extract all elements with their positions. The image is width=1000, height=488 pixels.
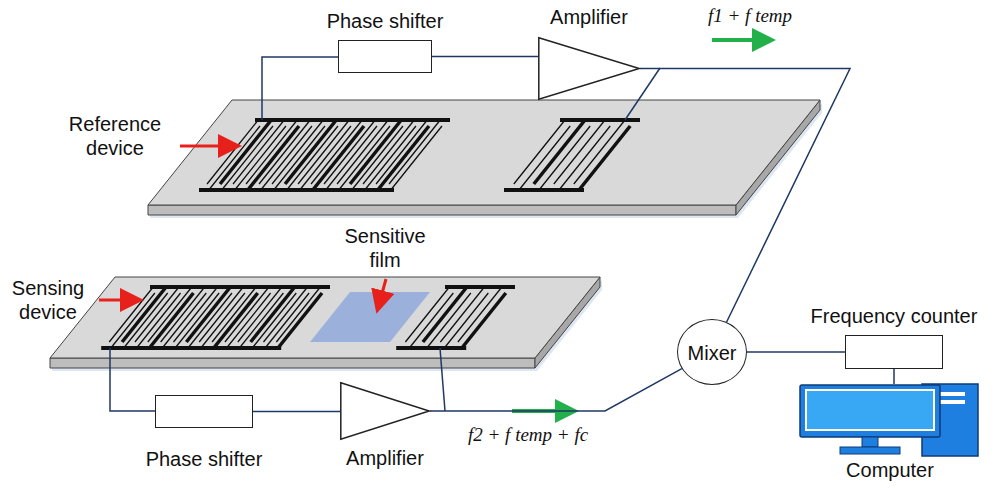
signal-wire (430, 369, 682, 411)
idt-fingers (534, 120, 630, 190)
pointer-arrows (99, 146, 386, 308)
device-wires (110, 57, 660, 411)
frequency-counter-box: Frequency counter (845, 335, 943, 369)
node-label: Mixer (688, 341, 737, 365)
node-label: Frequency counter (811, 304, 978, 328)
amplifier-outline (341, 383, 429, 439)
phase-shifter-box: Phase shifter (155, 395, 253, 428)
computer-illustration (795, 384, 985, 456)
idt-busbar (504, 120, 640, 190)
amplifier-outline (539, 38, 639, 99)
idt-busbar (101, 287, 330, 348)
signal-wire (893, 369, 895, 384)
wire (262, 57, 338, 120)
computer-icon: Computer (795, 384, 985, 484)
part-label: Sensing device (0, 276, 96, 324)
idt-fingers (207, 120, 442, 190)
idt-busbar (396, 287, 515, 348)
amplifier-symbol: Amplifier (340, 382, 430, 440)
node-label: Phase shifter (327, 9, 444, 33)
amplifier-symbol: Amplifier (538, 37, 640, 100)
signal-wire (432, 56, 538, 58)
idt-electrodes (101, 120, 640, 348)
mixer-circle: Mixer (677, 319, 747, 385)
idt-fingers (122, 287, 322, 348)
signal-wire (253, 411, 340, 413)
pointer-arrow (99, 299, 138, 302)
pointer-arrow (378, 279, 386, 308)
node-label: Computer (846, 458, 934, 482)
signal-wire (747, 351, 845, 353)
node-label: Amplifier (346, 446, 424, 470)
idt-busbar (199, 120, 450, 190)
pointer-arrow (180, 145, 236, 148)
computer-monitor (800, 385, 940, 454)
amplifier-triangle (538, 37, 640, 100)
amplifier-triangle (340, 382, 430, 440)
part-label: Sensitive film (330, 224, 440, 272)
signal-label: f2 + f temp + fc (468, 424, 588, 446)
signal-arrow (712, 38, 768, 42)
reference-plate (148, 100, 822, 218)
signal-label: f1 + f temp (708, 5, 792, 27)
node-label: Amplifier (550, 5, 628, 29)
node-label: Phase shifter (146, 447, 263, 471)
idt-fingers (423, 287, 506, 348)
wire (110, 348, 155, 411)
idt-fingers (220, 120, 429, 190)
phase-shifter-box: Phase shifter (338, 40, 432, 73)
signal-wire (640, 69, 850, 323)
sensing-plate (50, 277, 602, 371)
part-label: Reference device (55, 112, 175, 160)
wire (625, 68, 660, 120)
wire (440, 348, 445, 411)
